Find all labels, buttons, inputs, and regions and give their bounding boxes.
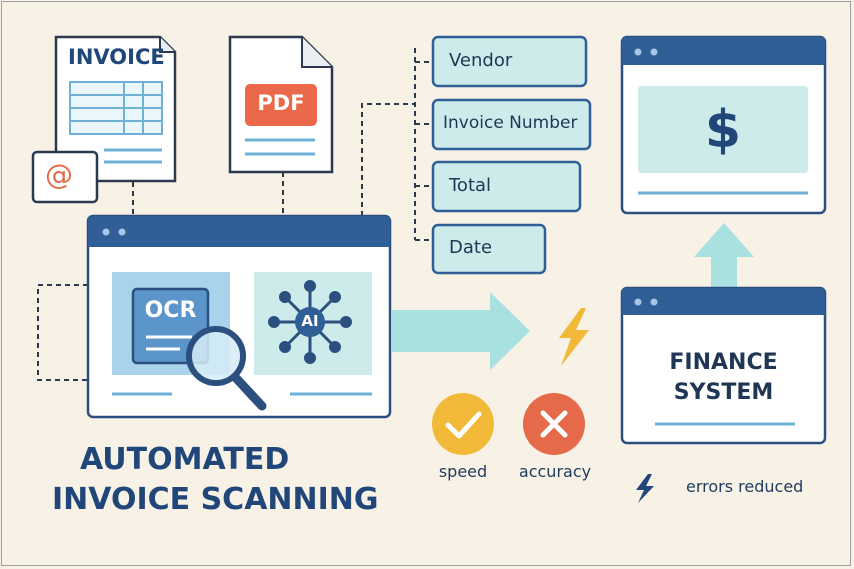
field-date: Date bbox=[449, 237, 493, 258]
finance-system-window bbox=[620, 286, 827, 445]
pdf-document-icon bbox=[228, 35, 334, 174]
ai-label: AI bbox=[301, 312, 319, 330]
finance-system-line2: SYSTEM bbox=[673, 380, 774, 405]
title-line-1: AUTOMATED bbox=[80, 442, 290, 477]
ai-network-icon bbox=[268, 280, 352, 364]
title-line-2: INVOICE SCANNING bbox=[52, 482, 379, 517]
finance-system-line1: FINANCE bbox=[669, 350, 778, 375]
field-vendor: Vendor bbox=[449, 50, 513, 71]
check-icon bbox=[432, 393, 494, 455]
invoice-title: INVOICE bbox=[68, 45, 165, 69]
payment-window bbox=[620, 35, 827, 215]
errors-reduced-label: errors reduced bbox=[686, 477, 804, 496]
lightning-icon bbox=[559, 308, 589, 366]
field-invoice-number: Invoice Number bbox=[443, 113, 578, 133]
accuracy-label: accuracy bbox=[518, 462, 592, 481]
speed-label: speed bbox=[438, 462, 488, 481]
invoice-document-icon bbox=[54, 35, 177, 183]
field-boxes bbox=[431, 35, 592, 275]
flow-arrow-icon bbox=[392, 292, 530, 370]
close-icon bbox=[523, 393, 585, 455]
pdf-label: PDF bbox=[257, 91, 305, 115]
email-icon bbox=[31, 150, 99, 204]
field-total: Total bbox=[449, 175, 492, 196]
magnifier-icon bbox=[186, 326, 267, 411]
small-lightning-icon bbox=[636, 474, 654, 503]
dollar-sign: $ bbox=[704, 100, 742, 160]
ocr-label: OCR bbox=[144, 298, 197, 323]
email-symbol: @ bbox=[45, 158, 73, 191]
dashed-connectors bbox=[37, 48, 433, 381]
page-title: AUTOMATED INVOICE SCANNING bbox=[52, 440, 392, 520]
up-arrow-icon bbox=[694, 223, 754, 287]
